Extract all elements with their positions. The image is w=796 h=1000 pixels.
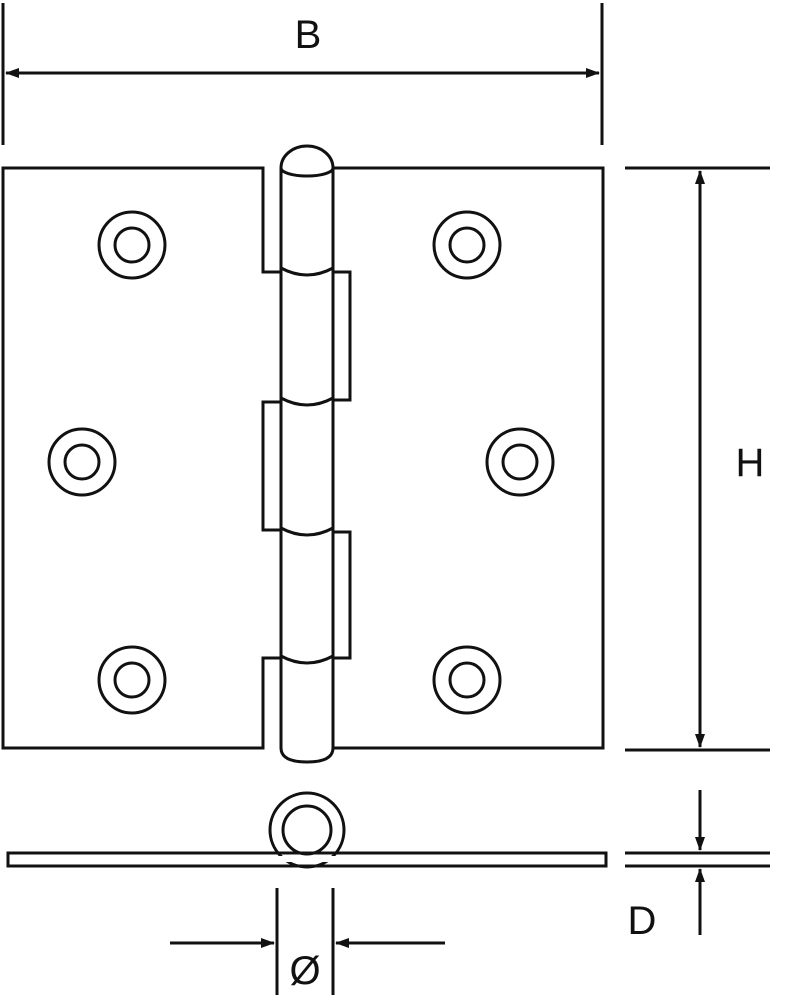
diameter-dimension: Ø [170, 888, 445, 995]
right-leaf-tab [333, 530, 352, 660]
diameter-label: Ø [289, 949, 320, 993]
thickness-label: D [628, 899, 657, 943]
width-dimension: B [1, 3, 604, 145]
hinge-front-view [1, 144, 605, 764]
height-label: H [736, 441, 765, 485]
screw-hole [432, 645, 502, 715]
thickness-dimension: D [625, 790, 770, 943]
screw-hole [97, 645, 167, 715]
knuckle [279, 168, 335, 764]
right-leaf-tab [333, 270, 352, 402]
hinge-side-view [6, 791, 608, 869]
right-leaf [333, 166, 605, 750]
screw-hole [47, 427, 117, 497]
knuckle-pin [279, 144, 335, 178]
left-leaf-tab [261, 400, 281, 532]
screw-hole [432, 210, 502, 280]
screw-hole [97, 210, 167, 280]
left-leaf [1, 166, 281, 750]
screw-hole [485, 427, 555, 497]
height-dimension: H [625, 166, 770, 752]
width-label: B [295, 13, 322, 57]
